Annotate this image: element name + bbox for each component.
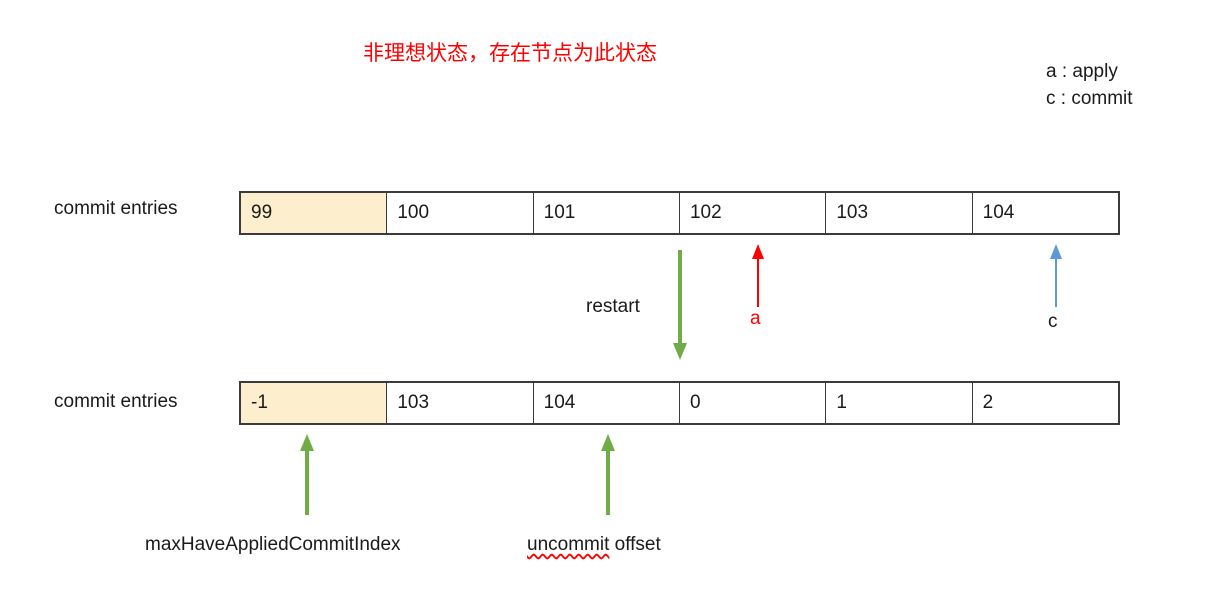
table-cell: 103	[387, 383, 534, 423]
apply-up-arrow-icon	[748, 243, 768, 309]
restart-label: restart	[586, 296, 640, 317]
commit-up-arrow-icon	[1046, 243, 1066, 309]
apply-label: a	[750, 308, 761, 329]
table-cell: 101	[533, 193, 680, 233]
table-cell: 99	[241, 193, 388, 233]
commit-label: c	[1048, 311, 1058, 332]
row-label-commit-entries-top: commit entries	[54, 198, 178, 219]
table-cell: 2	[972, 383, 1118, 423]
max-have-applied-commit-index-up-arrow-icon	[297, 433, 317, 517]
legend-item-commit: c : commit	[1046, 88, 1133, 109]
caption-uncommit-misspelled: uncommit	[527, 534, 610, 555]
diagram-title: 非理想状态，存在节点为此状态	[363, 42, 657, 65]
table-cell: 102	[679, 193, 827, 233]
table-cell: 104	[972, 193, 1118, 233]
commit-entries-row-bottom: -1 103 104 0 1 2	[239, 381, 1120, 425]
table-cell: 104	[533, 383, 680, 423]
caption-offset-text: offset	[609, 534, 661, 555]
table-cell: 0	[679, 383, 827, 423]
table-cell: -1	[241, 383, 388, 423]
table-cell: 1	[826, 383, 973, 423]
uncommit-offset-up-arrow-icon	[598, 433, 618, 517]
restart-down-arrow-icon	[670, 248, 690, 362]
row-label-commit-entries-bottom: commit entries	[54, 391, 178, 412]
caption-max-have-applied-commit-index: maxHaveAppliedCommitIndex	[145, 534, 401, 555]
caption-uncommit-offset: uncommit offset	[527, 534, 661, 556]
table-cell: 103	[826, 193, 973, 233]
table-cell: 100	[387, 193, 534, 233]
legend: a : apply c : commit	[1046, 58, 1133, 112]
commit-entries-row-top: 99 100 101 102 103 104	[239, 191, 1120, 235]
legend-item-apply: a : apply	[1046, 61, 1118, 82]
